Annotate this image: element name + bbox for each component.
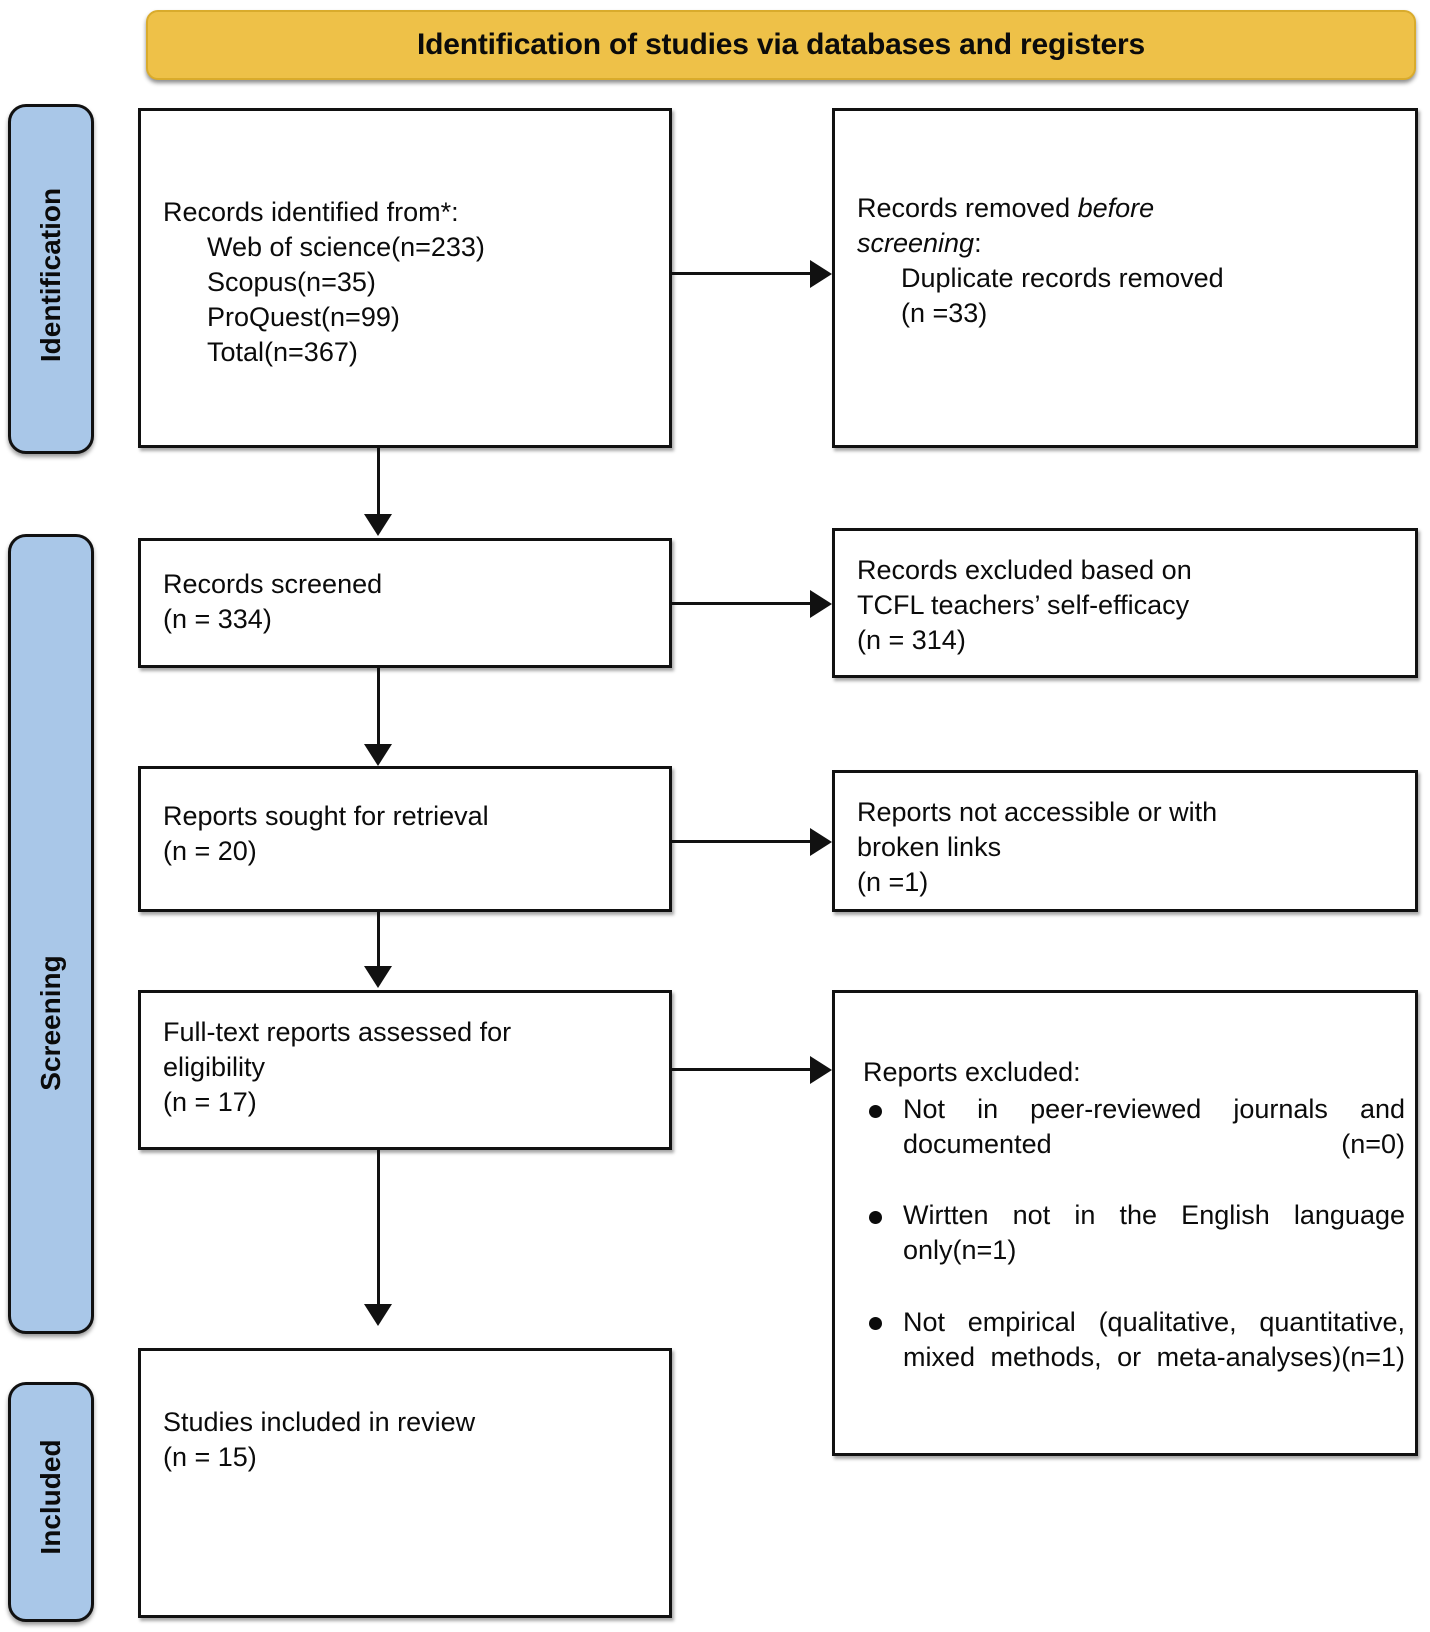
arrow-sought-to-notaccessible-line — [672, 840, 812, 843]
box-records-excluded-body: Records excluded based on TCFL teachers’… — [857, 553, 1401, 658]
diagram-header-banner: Identification of studies via databases … — [146, 10, 1416, 80]
records-screened-count: (n = 334) — [163, 604, 272, 635]
box-reports-excluded-list-body: Reports excluded: Not in peer-reviewed j… — [863, 1055, 1405, 1411]
box-studies-included-in-review: Studies included in review (n = 15) — [138, 1348, 672, 1618]
arrow-sought-to-notaccessible-head — [810, 828, 832, 856]
records-identified-source-wos: Web of science(n=233) — [207, 232, 485, 263]
stage-rail-identification: Identification — [8, 104, 94, 454]
arrow-screened-to-excluded-head — [810, 590, 832, 618]
box-records-excluded: Records excluded based on TCFL teachers’… — [832, 528, 1418, 678]
reports-excluded-items: Not in peer-reviewed journals and docume… — [863, 1092, 1405, 1410]
records-excluded-count: (n = 314) — [857, 625, 966, 656]
box-records-screened: Records screened (n = 334) — [138, 538, 672, 668]
bullet-icon — [869, 1104, 882, 1118]
box-reports-sought-for-retrieval: Reports sought for retrieval (n = 20) — [138, 766, 672, 912]
duplicate-records-removed-label: Duplicate records removed — [901, 263, 1224, 294]
records-removed-prefix: Records removed — [857, 193, 1078, 223]
fulltext-reports-line2: eligibility — [163, 1052, 266, 1083]
box-records-identified-body: Records identified from*: Web of science… — [163, 195, 655, 370]
stage-label-included: Included — [35, 1439, 66, 1555]
diagram-title: Identification of studies via databases … — [417, 28, 1145, 61]
box-records-identified: Records identified from*: Web of science… — [138, 108, 672, 448]
arrow-fulltext-to-included-line — [377, 1150, 380, 1306]
studies-included-count: (n = 15) — [163, 1442, 257, 1473]
arrow-screened-to-excluded-line — [672, 602, 812, 605]
arrow-identified-to-removed-line — [672, 272, 812, 275]
fulltext-reports-count: (n = 17) — [163, 1087, 257, 1118]
box-reports-not-accessible-body: Reports not accessible or with broken li… — [857, 795, 1401, 900]
arrow-identified-to-screened-line — [377, 448, 380, 516]
arrow-identified-to-screened-head — [364, 514, 392, 536]
box-fulltext-reports-body: Full-text reports assessed for eligibili… — [163, 1015, 655, 1120]
reports-sought-label: Reports sought for retrieval — [163, 801, 489, 831]
arrow-fulltext-to-included-head — [364, 1304, 392, 1326]
bullet-icon — [869, 1210, 882, 1224]
list-item: Wirtten not in the English language only… — [863, 1198, 1405, 1303]
reports-not-accessible-line2: broken links — [857, 832, 1002, 863]
bullet-icon — [869, 1317, 882, 1331]
records-removed-italic-before: before — [1077, 193, 1155, 223]
records-identified-heading: Records identified from*: — [163, 197, 459, 227]
reports-not-accessible-count: (n =1) — [857, 867, 929, 898]
stage-rail-screening: Screening — [8, 534, 94, 1334]
studies-included-label: Studies included in review — [163, 1407, 476, 1437]
arrow-screened-to-sought-line — [377, 668, 380, 746]
arrow-sought-to-fulltext-head — [364, 966, 392, 988]
stage-label-identification: Identification — [35, 187, 66, 363]
duplicate-records-removed-count: (n =33) — [901, 298, 988, 329]
box-records-screened-body: Records screened (n = 334) — [163, 567, 655, 637]
arrow-identified-to-removed-head — [810, 260, 832, 288]
arrow-screened-to-sought-head — [364, 744, 392, 766]
box-reports-sought-body: Reports sought for retrieval (n = 20) — [163, 799, 655, 869]
arrow-fulltext-to-excluded-head — [810, 1056, 832, 1084]
records-excluded-line2: TCFL teachers’ self-efficacy — [857, 590, 1190, 621]
list-item: Not empirical (qualitative, quantitative… — [863, 1305, 1405, 1410]
arrow-fulltext-to-excluded-line — [672, 1068, 812, 1071]
records-screened-label: Records screened — [163, 569, 383, 599]
records-removed-heading-line2: screening: — [857, 226, 1401, 261]
reports-excluded-heading: Reports excluded: — [863, 1057, 1081, 1087]
box-fulltext-reports-assessed: Full-text reports assessed for eligibili… — [138, 990, 672, 1150]
records-excluded-line1: Records excluded based on — [857, 555, 1192, 585]
records-removed-heading-line1: Records removed before — [857, 191, 1401, 226]
box-reports-excluded-list: Reports excluded: Not in peer-reviewed j… — [832, 990, 1418, 1456]
stage-label-screening: Screening — [35, 955, 66, 1091]
reports-excluded-item-text: Wirtten not in the English language only… — [903, 1200, 1405, 1266]
box-reports-not-accessible: Reports not accessible or with broken li… — [832, 770, 1418, 912]
box-studies-included-body: Studies included in review (n = 15) — [163, 1405, 655, 1475]
records-removed-colon: : — [974, 228, 982, 259]
list-item: Not in peer-reviewed journals and docume… — [863, 1092, 1405, 1197]
arrow-sought-to-fulltext-line — [377, 912, 380, 968]
fulltext-reports-line1: Full-text reports assessed for — [163, 1017, 512, 1047]
reports-sought-count: (n = 20) — [163, 836, 257, 867]
records-identified-total: Total(n=367) — [207, 337, 358, 368]
reports-not-accessible-line1: Reports not accessible or with — [857, 797, 1218, 827]
reports-excluded-item-text: Not in peer-reviewed journals and docume… — [903, 1094, 1405, 1160]
box-records-removed-body: Records removed before screening: Duplic… — [857, 191, 1401, 331]
stage-rail-included: Included — [8, 1382, 94, 1622]
records-identified-source-proquest: ProQuest(n=99) — [207, 302, 400, 333]
box-records-removed-before-screening: Records removed before screening: Duplic… — [832, 108, 1418, 448]
records-removed-italic-screening: screening — [857, 228, 975, 259]
reports-excluded-item-text: Not empirical (qualitative, quantitative… — [903, 1306, 1405, 1372]
records-identified-source-scopus: Scopus(n=35) — [207, 267, 376, 298]
